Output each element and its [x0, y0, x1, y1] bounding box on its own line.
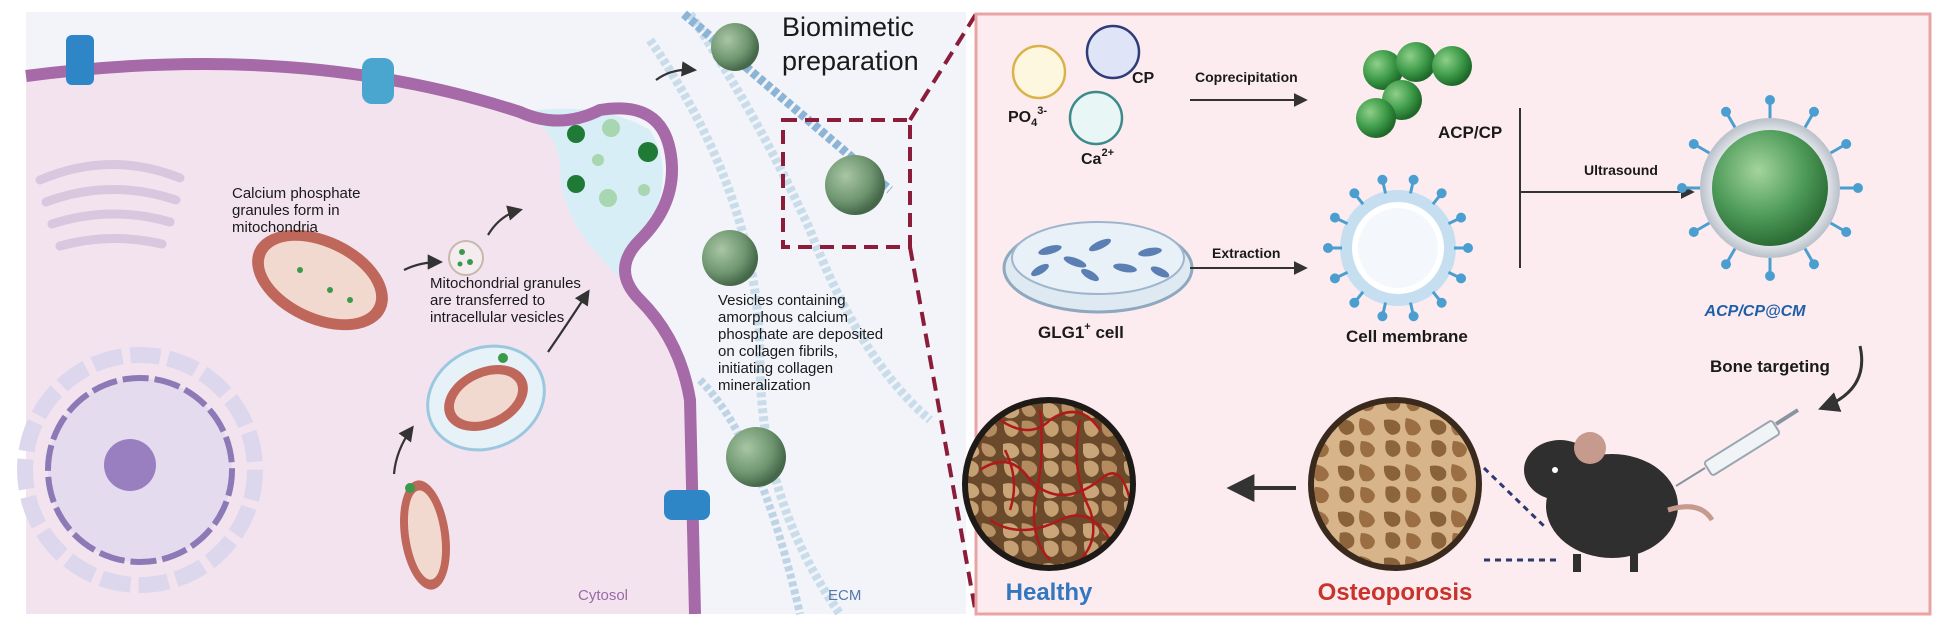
receptor-head	[1408, 311, 1419, 322]
receptor-head	[1688, 227, 1699, 237]
receptor-head	[1456, 273, 1467, 284]
title-line-2: preparation	[782, 46, 919, 76]
ultrasound-label: Ultrasound	[1584, 162, 1658, 178]
right-panel: PO43- CP Ca2+ Coprecipitation ACP/CP	[962, 12, 1932, 616]
ca-label: Ca2+	[1081, 147, 1114, 168]
title-line-1: Biomimetic	[782, 12, 914, 42]
glg1-label: GLG1+ cell	[1038, 321, 1124, 342]
mitochondrion-3	[400, 480, 450, 590]
mouse	[1524, 432, 1715, 572]
po4-sphere	[1011, 44, 1067, 100]
receptor-head	[1463, 243, 1473, 253]
receptor-head	[1436, 188, 1447, 199]
step-1-text-line: granules form in	[232, 202, 340, 219]
cytosol-label: Cytosol	[578, 587, 628, 604]
receptor-head	[1456, 212, 1467, 223]
step-3-text-line: phosphate are deposited	[718, 326, 883, 343]
arrow-to-vesicle	[403, 254, 444, 271]
acp-cp-label: ACP/CP	[1438, 123, 1502, 142]
mitochondrion-in-vesicle	[426, 344, 546, 452]
extraction-label: Extraction	[1212, 245, 1280, 261]
mitochondrion-1	[252, 229, 388, 331]
receptor-head	[1349, 297, 1360, 308]
cell-membrane	[25, 58, 701, 615]
step-2-text-line: intracellular vesicles	[430, 309, 564, 326]
cp-sphere	[1085, 24, 1141, 80]
healthy-label: Healthy	[1006, 579, 1093, 606]
bud-granules	[567, 119, 658, 207]
zoom-box	[781, 118, 912, 249]
arrow-up-mito	[392, 425, 414, 475]
ca-sphere	[1068, 90, 1124, 146]
receptor-head	[1436, 297, 1447, 308]
receptor-head	[1809, 259, 1819, 270]
receptor-head	[1688, 139, 1699, 149]
receptor-head	[1377, 174, 1388, 185]
bone-targeting-label: Bone targeting	[1710, 357, 1830, 376]
ecm-particle	[711, 23, 759, 71]
ecm-particle	[825, 155, 885, 215]
ecm-particle	[726, 427, 786, 487]
membrane-channel	[664, 490, 710, 520]
receptor-head	[1349, 188, 1360, 199]
acp-cp-cm-particle	[1677, 95, 1863, 281]
receptor-head	[1721, 106, 1731, 117]
membrane-channel	[362, 58, 394, 104]
receptor-head	[1408, 174, 1419, 185]
osteoporosis-bone	[1308, 397, 1482, 571]
product-label: ACP/CP@CM	[1704, 303, 1807, 320]
step-3-text-line: Vesicles containing	[718, 292, 846, 309]
petri-dish	[1002, 221, 1194, 314]
step-3-text-line: initiating collagen	[718, 360, 833, 377]
acp-cp-cluster	[1356, 42, 1472, 138]
step-3-text-line: amorphous calcium	[718, 309, 848, 326]
step-2-text-line: are transferred to	[430, 292, 545, 309]
healthy-bone	[962, 397, 1136, 571]
bone-targeting-arrow	[1818, 345, 1864, 412]
coprecipitation-label: Coprecipitation	[1195, 69, 1298, 85]
receptor-head	[1329, 273, 1340, 284]
receptor-head	[1377, 311, 1388, 322]
cp-label: CP	[1132, 70, 1155, 87]
receptor-head	[1323, 243, 1333, 253]
receptor-head	[1329, 212, 1340, 223]
golgi-apparatus	[35, 160, 185, 251]
step-3-text-line: on collagen fibrils,	[718, 343, 838, 360]
step-1-text-line: mitochondria	[232, 219, 319, 236]
receptor-head	[1765, 271, 1775, 281]
osteoporosis-label: Osteoporosis	[1318, 579, 1473, 606]
receptor-head	[1853, 183, 1863, 193]
step-3-text-line: mineralization	[718, 377, 811, 394]
zoom-line	[1482, 466, 1548, 530]
arrow-to-bud-2	[547, 289, 590, 353]
step-2-text-line: Mitochondrial granules	[430, 275, 581, 292]
step-1-text-line: Calcium phosphate	[232, 185, 360, 202]
arrow-to-title	[655, 61, 698, 81]
collagen-fibril-2	[646, 37, 844, 617]
receptor-head	[1677, 183, 1687, 193]
cell-membrane-vesicle	[1323, 174, 1473, 322]
receptor-head	[1841, 139, 1852, 149]
po4-label: PO43-	[1008, 105, 1047, 129]
nucleus	[17, 347, 263, 593]
ecm-label: ECM	[828, 587, 861, 604]
granule-vesicle	[448, 240, 484, 276]
membrane-channel	[66, 35, 94, 85]
receptor-head	[1809, 106, 1819, 117]
ecm-particle	[702, 230, 758, 286]
zoom-line-bottom	[908, 246, 978, 615]
cell-membrane-label: Cell membrane	[1346, 327, 1468, 346]
receptor-head	[1721, 259, 1731, 270]
arrow-to-bud-1	[487, 205, 523, 236]
syringe	[1675, 408, 1800, 487]
receptor-head	[1841, 227, 1852, 237]
receptor-head	[1765, 95, 1775, 105]
